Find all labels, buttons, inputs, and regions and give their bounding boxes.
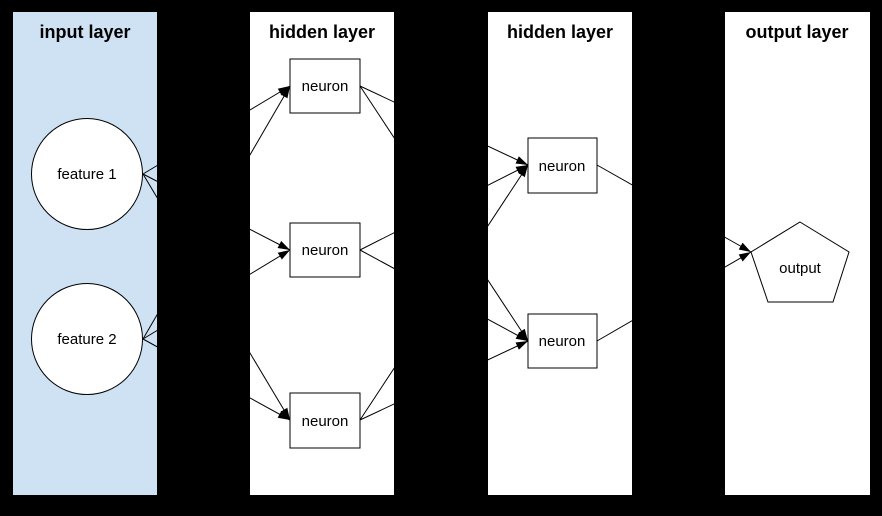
title-output-layer: output layer <box>745 22 848 42</box>
node-neuron-1-2 <box>289 222 361 278</box>
node-feature-1-label: feature 1 <box>57 166 116 183</box>
node-neuron-1-2-label: neuron <box>302 242 349 259</box>
node-neuron-1-1-label: neuron <box>302 78 349 95</box>
node-neuron-2-2-label: neuron <box>539 333 586 350</box>
title-input-layer: input layer <box>39 22 130 42</box>
node-output <box>750 221 850 303</box>
panel-input-layer <box>13 12 157 495</box>
node-neuron-2-2 <box>527 313 598 369</box>
node-neuron-2-1-label: neuron <box>539 158 586 175</box>
edge-neuron1-3-neuron2-1 <box>359 164 529 421</box>
edge-neuron2-1-output <box>596 164 752 253</box>
panel-hidden-layer-2 <box>488 12 632 495</box>
node-neuron-1-1 <box>289 58 361 114</box>
node-output-label: output <box>779 260 822 277</box>
title-hidden-layer-1: hidden layer <box>269 22 375 42</box>
node-feature-2-label: feature 2 <box>57 331 116 348</box>
edge-neuron2-2-output <box>596 251 752 342</box>
node-neuron-2-1 <box>527 137 598 194</box>
edge-feature1-neuron1-3 <box>142 173 291 421</box>
node-neuron-1-3 <box>289 392 361 449</box>
node-feature-1 <box>31 118 143 230</box>
title-hidden-layer-2: hidden layer <box>507 22 613 42</box>
node-neuron-1-3-label: neuron <box>302 413 349 430</box>
edge-neuron1-1-neuron2-1 <box>359 85 529 166</box>
node-feature-2 <box>31 283 143 395</box>
edge-neuron1-1-neuron2-2 <box>359 85 529 342</box>
edge-neuron1-3-neuron2-2 <box>359 340 529 421</box>
edge-feature2-neuron1-2 <box>142 249 291 340</box>
edge-feature1-neuron1-1 <box>142 85 291 175</box>
edge-feature2-neuron1-3 <box>142 338 291 421</box>
edge-feature2-neuron1-1 <box>142 85 291 340</box>
edge-neuron1-2-neuron2-1 <box>359 164 529 251</box>
edge-neuron1-2-neuron2-2 <box>359 249 529 342</box>
